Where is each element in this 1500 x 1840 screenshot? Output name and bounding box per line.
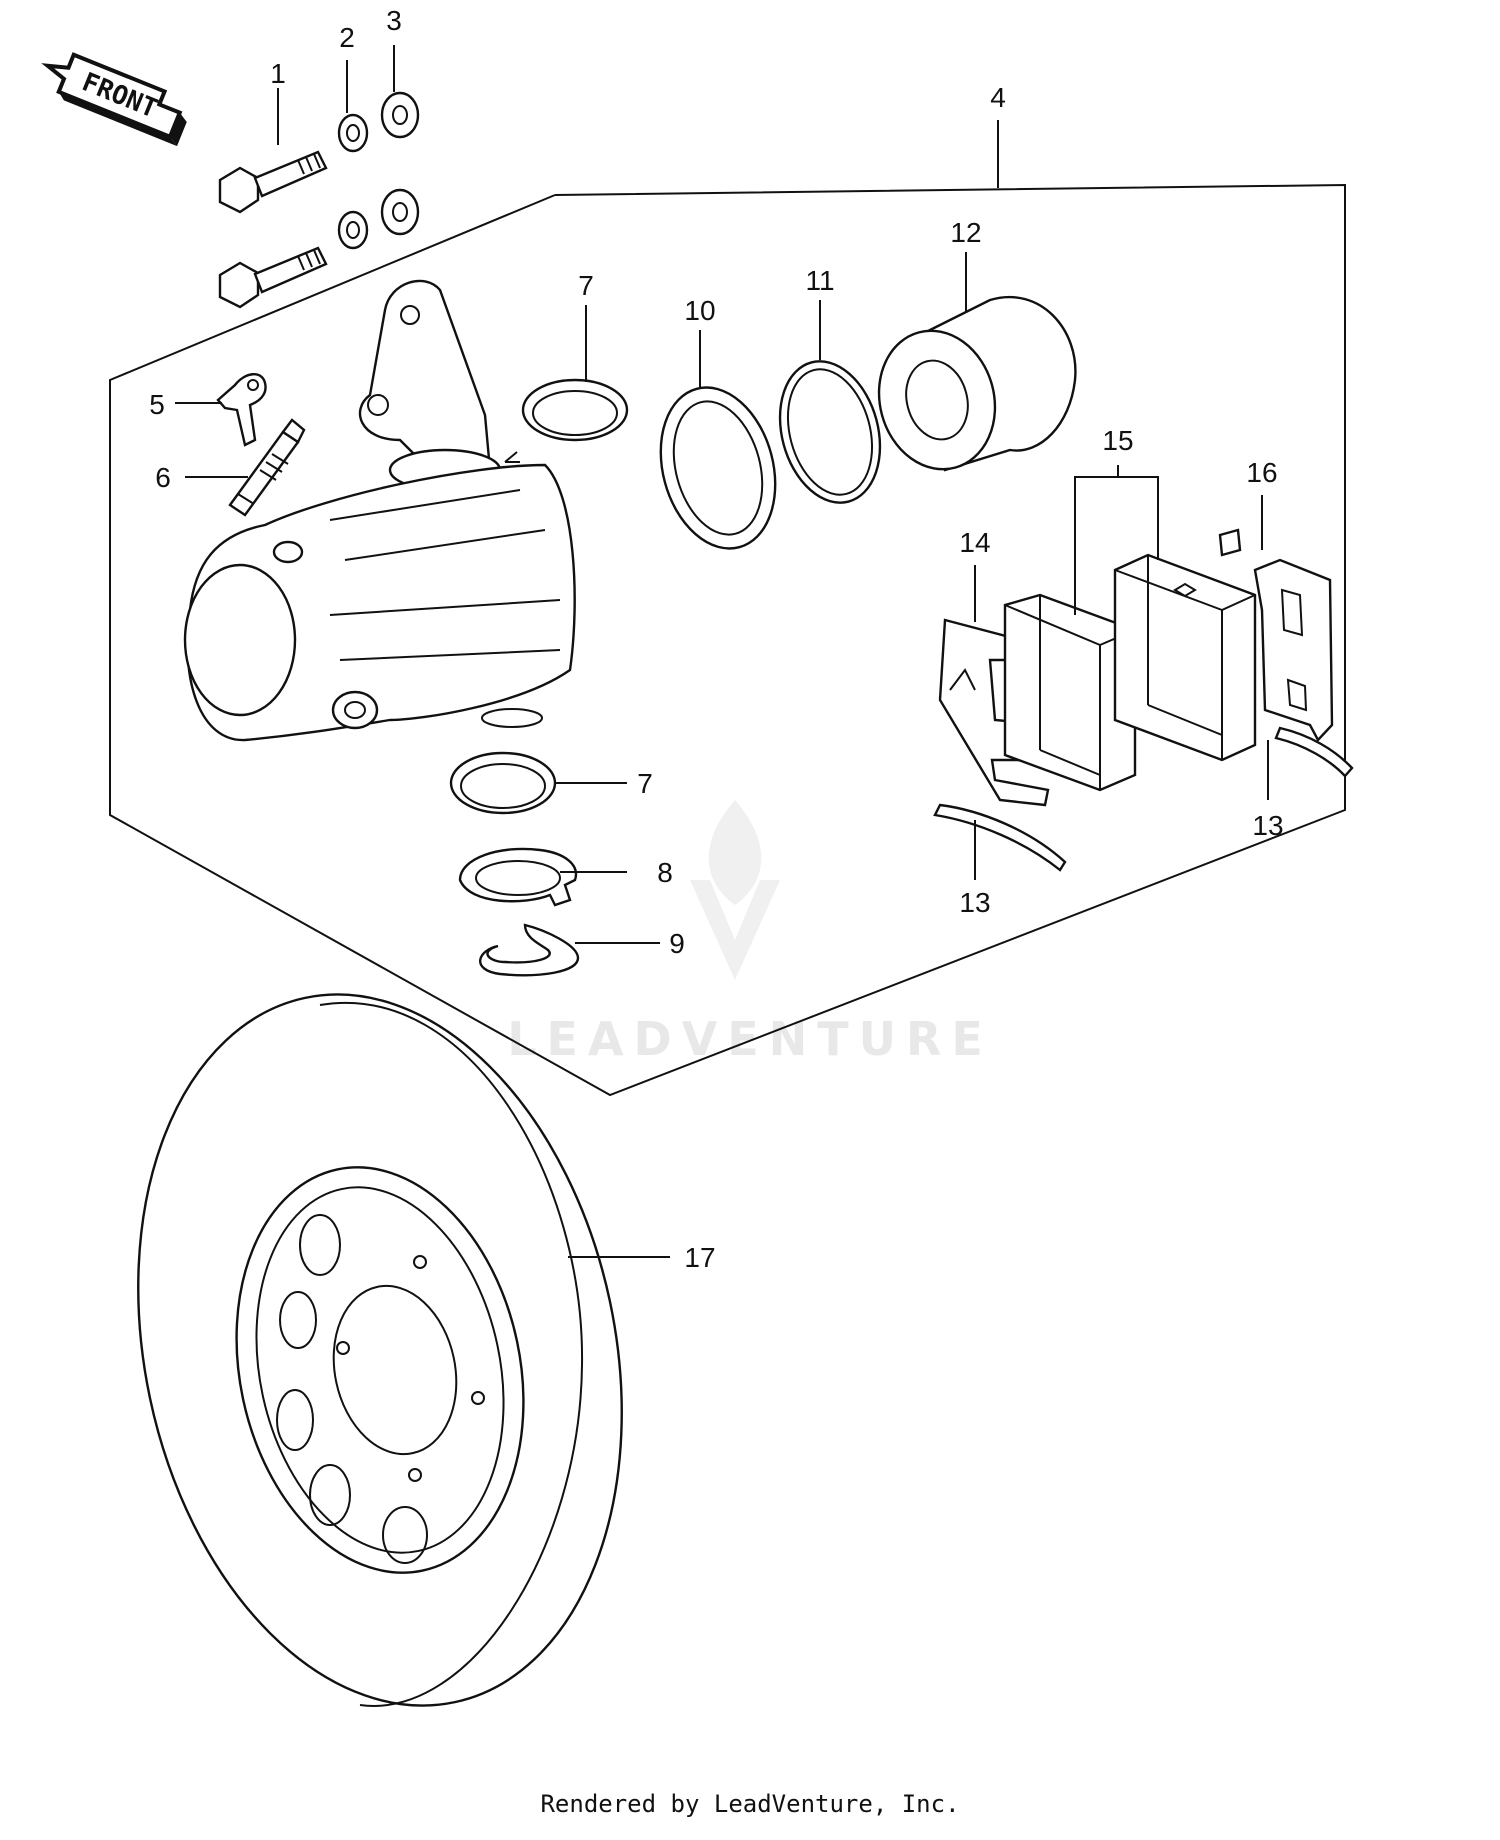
callout-2: 2 xyxy=(339,22,355,53)
bleed-valve xyxy=(228,418,306,517)
bleed-valve-cap xyxy=(216,373,267,447)
callout-5: 5 xyxy=(149,389,165,420)
callout-16: 16 xyxy=(1246,457,1277,488)
callout-labels: 1 2 3 4 5 6 7 7 8 9 10 11 12 13 13 14 15… xyxy=(149,5,1283,1273)
caliper-assembly-outline xyxy=(109,183,1346,1097)
callout-3: 3 xyxy=(386,5,402,36)
dust-seal xyxy=(659,386,777,550)
callout-11: 11 xyxy=(805,265,834,296)
callout-10: 10 xyxy=(684,295,715,326)
callout-14: 14 xyxy=(959,527,990,558)
callout-1: 1 xyxy=(270,58,286,89)
lock-washer-upper xyxy=(337,113,369,153)
callout-13-left: 13 xyxy=(959,887,990,918)
callout-9: 9 xyxy=(669,928,685,959)
render-credit: Rendered by LeadVenture, Inc. xyxy=(540,1790,960,1818)
flat-washer-lower xyxy=(380,188,420,236)
snap-ring xyxy=(479,923,580,977)
piston-seal-upper xyxy=(521,378,629,442)
callout-8: 8 xyxy=(657,857,673,888)
piston xyxy=(877,295,1077,472)
callout-12: 12 xyxy=(950,217,981,248)
mounting-bolt-lower xyxy=(218,246,328,309)
caliper-body xyxy=(183,279,576,742)
piston-seal-lower xyxy=(449,751,557,815)
brake-pad-inner xyxy=(1003,593,1137,792)
callout-7-lower: 7 xyxy=(637,768,653,799)
watermark-text: LEADVENTURE xyxy=(507,1012,993,1066)
watermark: LEADVENTURE xyxy=(507,800,993,1066)
flat-washer-upper xyxy=(380,91,420,139)
brake-pad-outer xyxy=(1113,553,1257,762)
front-direction-arrow: FRONT xyxy=(41,52,187,147)
pad-spring-right xyxy=(1274,726,1354,778)
pad-spring-left xyxy=(933,803,1067,872)
piston-seal xyxy=(778,360,882,504)
callout-13-right: 13 xyxy=(1252,810,1283,841)
callout-leaders xyxy=(175,45,1269,1258)
callout-4: 4 xyxy=(990,82,1006,113)
callout-17: 17 xyxy=(684,1242,715,1273)
retaining-ring-plate xyxy=(458,847,578,907)
callout-7-upper: 7 xyxy=(578,270,594,301)
mounting-bolt-upper xyxy=(218,150,328,214)
brake-disc xyxy=(137,993,623,1707)
callout-15: 15 xyxy=(1102,425,1133,456)
callout-6: 6 xyxy=(155,462,171,493)
anti-rattle-shim xyxy=(1218,528,1334,743)
lock-washer-lower xyxy=(337,210,369,250)
